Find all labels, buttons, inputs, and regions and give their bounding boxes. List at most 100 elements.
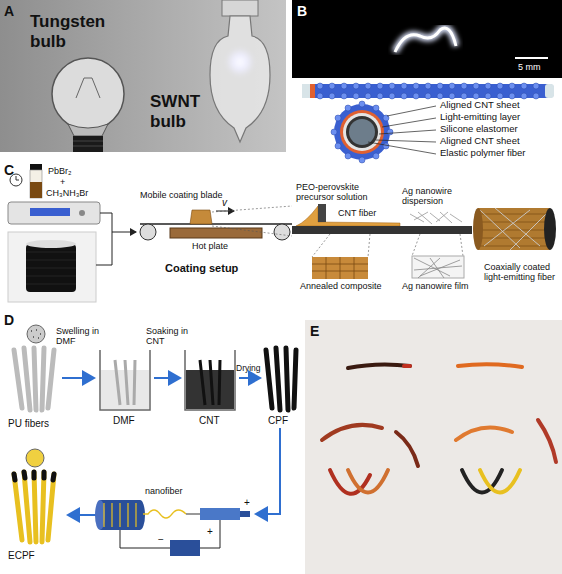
coating-setup	[190, 210, 212, 224]
coating-zoom	[414, 258, 462, 278]
glowing-fiber-photo	[292, 0, 562, 78]
fiber-schematic	[310, 84, 315, 98]
panel-letter: E	[310, 323, 319, 339]
fiber-schematic	[485, 83, 491, 89]
glowing-fiber-photo	[395, 28, 456, 52]
fiber-photo	[538, 420, 556, 462]
coating-setup	[140, 224, 156, 240]
polarity-sign: +	[207, 526, 213, 538]
stirrer	[8, 164, 100, 224]
step-label: Drying	[236, 364, 261, 374]
coating-zoom	[368, 234, 370, 257]
bulb-photo	[76, 78, 100, 98]
fiber-schematic	[329, 83, 335, 89]
dmf-beaker	[100, 350, 150, 410]
coating-zoom	[460, 234, 463, 256]
electrospinning	[170, 540, 200, 556]
fiber-schematic	[413, 93, 419, 99]
cross-section	[382, 118, 436, 127]
cnt-spool-photo	[8, 232, 96, 302]
part-label: ECPF	[8, 550, 35, 562]
cross-section	[331, 101, 393, 163]
cnt-spool-photo	[26, 252, 76, 284]
bulb-label: SWNT bulb	[150, 92, 210, 131]
part-label: CNT	[199, 415, 220, 427]
coating-zoom	[292, 204, 472, 279]
electrospinning	[200, 508, 240, 520]
fiber-schematic	[485, 93, 491, 99]
fiber-schematic	[497, 93, 503, 99]
cross-section	[379, 130, 436, 134]
bulb-photo	[0, 0, 286, 152]
glowing-fiber-photo	[395, 28, 456, 52]
step-label: Swelling in DMF	[56, 326, 104, 347]
fiber-schematic	[533, 93, 539, 99]
cpf-fibers	[266, 348, 296, 410]
cross-section	[334, 104, 390, 160]
chemical-label: CH₃NH₃Br	[46, 188, 88, 198]
fiber-schematic	[302, 84, 310, 98]
cross-section	[335, 115, 341, 121]
fiber-schematic	[365, 93, 371, 99]
process-arrow	[62, 377, 94, 379]
pu-fibers	[14, 325, 54, 410]
cross-section	[345, 105, 351, 111]
fiber-schematic	[533, 83, 539, 89]
stirrer	[16, 176, 19, 180]
layer-label: Light-emitting layer	[440, 112, 520, 123]
coating-setup	[170, 228, 262, 238]
part-label: PEO-perovskite precursor solution	[296, 182, 396, 203]
cnt-spool-photo	[26, 244, 76, 292]
coating-zoom	[312, 234, 330, 257]
fiber-schematic	[401, 93, 407, 99]
fiber-schematic	[449, 83, 455, 89]
fiber-schematic	[317, 83, 539, 99]
coating-zoom	[296, 206, 400, 226]
coating-zoom	[412, 234, 420, 256]
electrospinning	[120, 520, 220, 548]
fiber-schematic	[353, 83, 359, 89]
ecpf-fibers	[14, 472, 54, 542]
cross-section	[349, 119, 375, 145]
cross-section	[376, 140, 436, 142]
cross-section	[387, 129, 393, 135]
coating-zoom	[410, 212, 462, 224]
fiber-schematic	[365, 83, 371, 89]
stirrer	[30, 164, 42, 170]
cnt-beaker	[185, 350, 235, 410]
stirrer	[30, 208, 70, 216]
glowing-fiber-photo	[515, 57, 548, 59]
stirrer	[8, 202, 100, 224]
fiber-schematic	[497, 83, 503, 89]
electrospinning	[104, 503, 136, 527]
fiber-schematic	[545, 84, 554, 98]
cross-section	[335, 143, 341, 149]
fiber-schematic	[341, 83, 347, 89]
chemical-label: +	[60, 177, 65, 187]
arrow	[112, 232, 136, 233]
bracket	[96, 213, 112, 265]
fiber-schematic	[341, 93, 347, 99]
part-label: Coaxially coated light-emitting fiber	[484, 262, 558, 283]
pu-fibers	[31, 330, 41, 338]
cross-section	[368, 142, 436, 154]
electrospinning	[240, 511, 250, 517]
dmf-beaker	[100, 350, 150, 410]
fiber-schematic	[509, 83, 515, 89]
process-arrow	[62, 378, 280, 515]
layer-label: Aligned CNT sheet	[440, 100, 520, 111]
electrospinning	[95, 500, 250, 556]
part-label: CNT fiber	[338, 208, 376, 218]
cross-section	[331, 129, 337, 135]
cross-section	[359, 101, 365, 107]
coating-zoom	[312, 257, 368, 279]
panel-letter: B	[297, 3, 307, 19]
fiber-photo	[396, 432, 418, 466]
bulb-photo	[73, 141, 103, 146]
fiber-schematic	[461, 83, 467, 89]
pu-fibers	[27, 325, 45, 343]
fiber-schematic	[377, 93, 383, 99]
fiber-schematic	[329, 93, 335, 99]
